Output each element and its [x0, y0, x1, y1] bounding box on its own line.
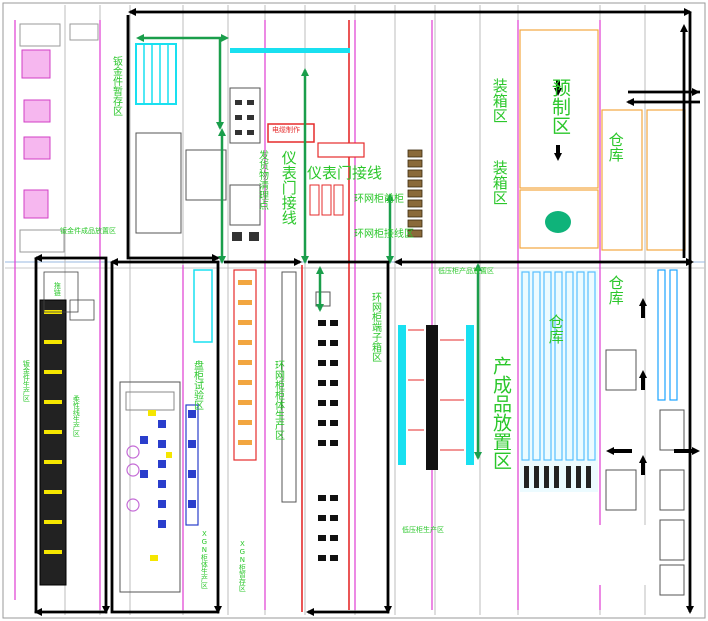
label-warehouse-right: 仓库 [606, 275, 625, 305]
low-voltage-racks [398, 325, 474, 470]
label-ring-net-front: 环网柜前柜 [354, 194, 404, 205]
label-warehouse-top: 仓库 [606, 132, 625, 162]
label-drag-chain: 拖链 [53, 282, 62, 296]
red-lines [301, 20, 350, 612]
left-modules [21, 49, 51, 219]
cyan-columns [135, 43, 177, 105]
label-sheet-metal-storage: 钣金件暂存区 [110, 56, 122, 116]
label-warehouse-center: 仓库 [546, 314, 565, 344]
label-test-zone: 盘柜试验区 [191, 360, 203, 410]
label-shipping-clear: 发货物清理点 [256, 150, 268, 210]
rack-x320 [318, 320, 338, 561]
label-finished-area: 产成品放置区 [489, 356, 512, 470]
label-xgn-storage: XGN柜暂存区 [238, 540, 247, 592]
label-ring-net-terminal: 环网柜端子箱区 [369, 292, 381, 362]
wire-making-box [267, 123, 315, 143]
component-stack [407, 149, 423, 238]
label-meter-door-wiring: 仪表门接线 [307, 164, 383, 182]
label-prefab-zone: 预制区 [548, 78, 571, 135]
warehouse-racks [521, 271, 596, 461]
red-column [233, 269, 257, 461]
green-flow [140, 36, 480, 458]
label-low-voltage-zone: 低压柜生产区 [402, 526, 444, 534]
label-sheet-metal-pack: 钣金件成品放置区 [60, 227, 116, 235]
test-machines [119, 381, 199, 593]
direction-arrows [554, 80, 700, 475]
label-low-voltage-product: 低压柜产品放置区 [438, 267, 494, 275]
label-meter-door: 仪表门接线 [279, 150, 298, 225]
black-rack [39, 299, 67, 586]
label-packing-2: 装箱区 [490, 160, 509, 205]
cyan-bar-top [230, 48, 350, 53]
label-sheet-metal-prod: 钣金件生产区 [22, 360, 31, 402]
label-ring-net-wiring: 环网柜接线区 [354, 229, 414, 240]
green-tank [545, 211, 571, 233]
label-xgn-area: XGN柜体生产区 [200, 530, 209, 589]
upper-machines [135, 87, 261, 234]
magenta-lines [14, 20, 601, 610]
orange-zones [519, 29, 686, 251]
label-flex-area: 柔性线生产区 [72, 395, 81, 437]
label-wire-making: 电缆制作 [272, 126, 300, 134]
label-ring-net-body: 环网柜柜体生产区 [272, 360, 284, 440]
label-packing-1: 装箱区 [490, 78, 509, 123]
